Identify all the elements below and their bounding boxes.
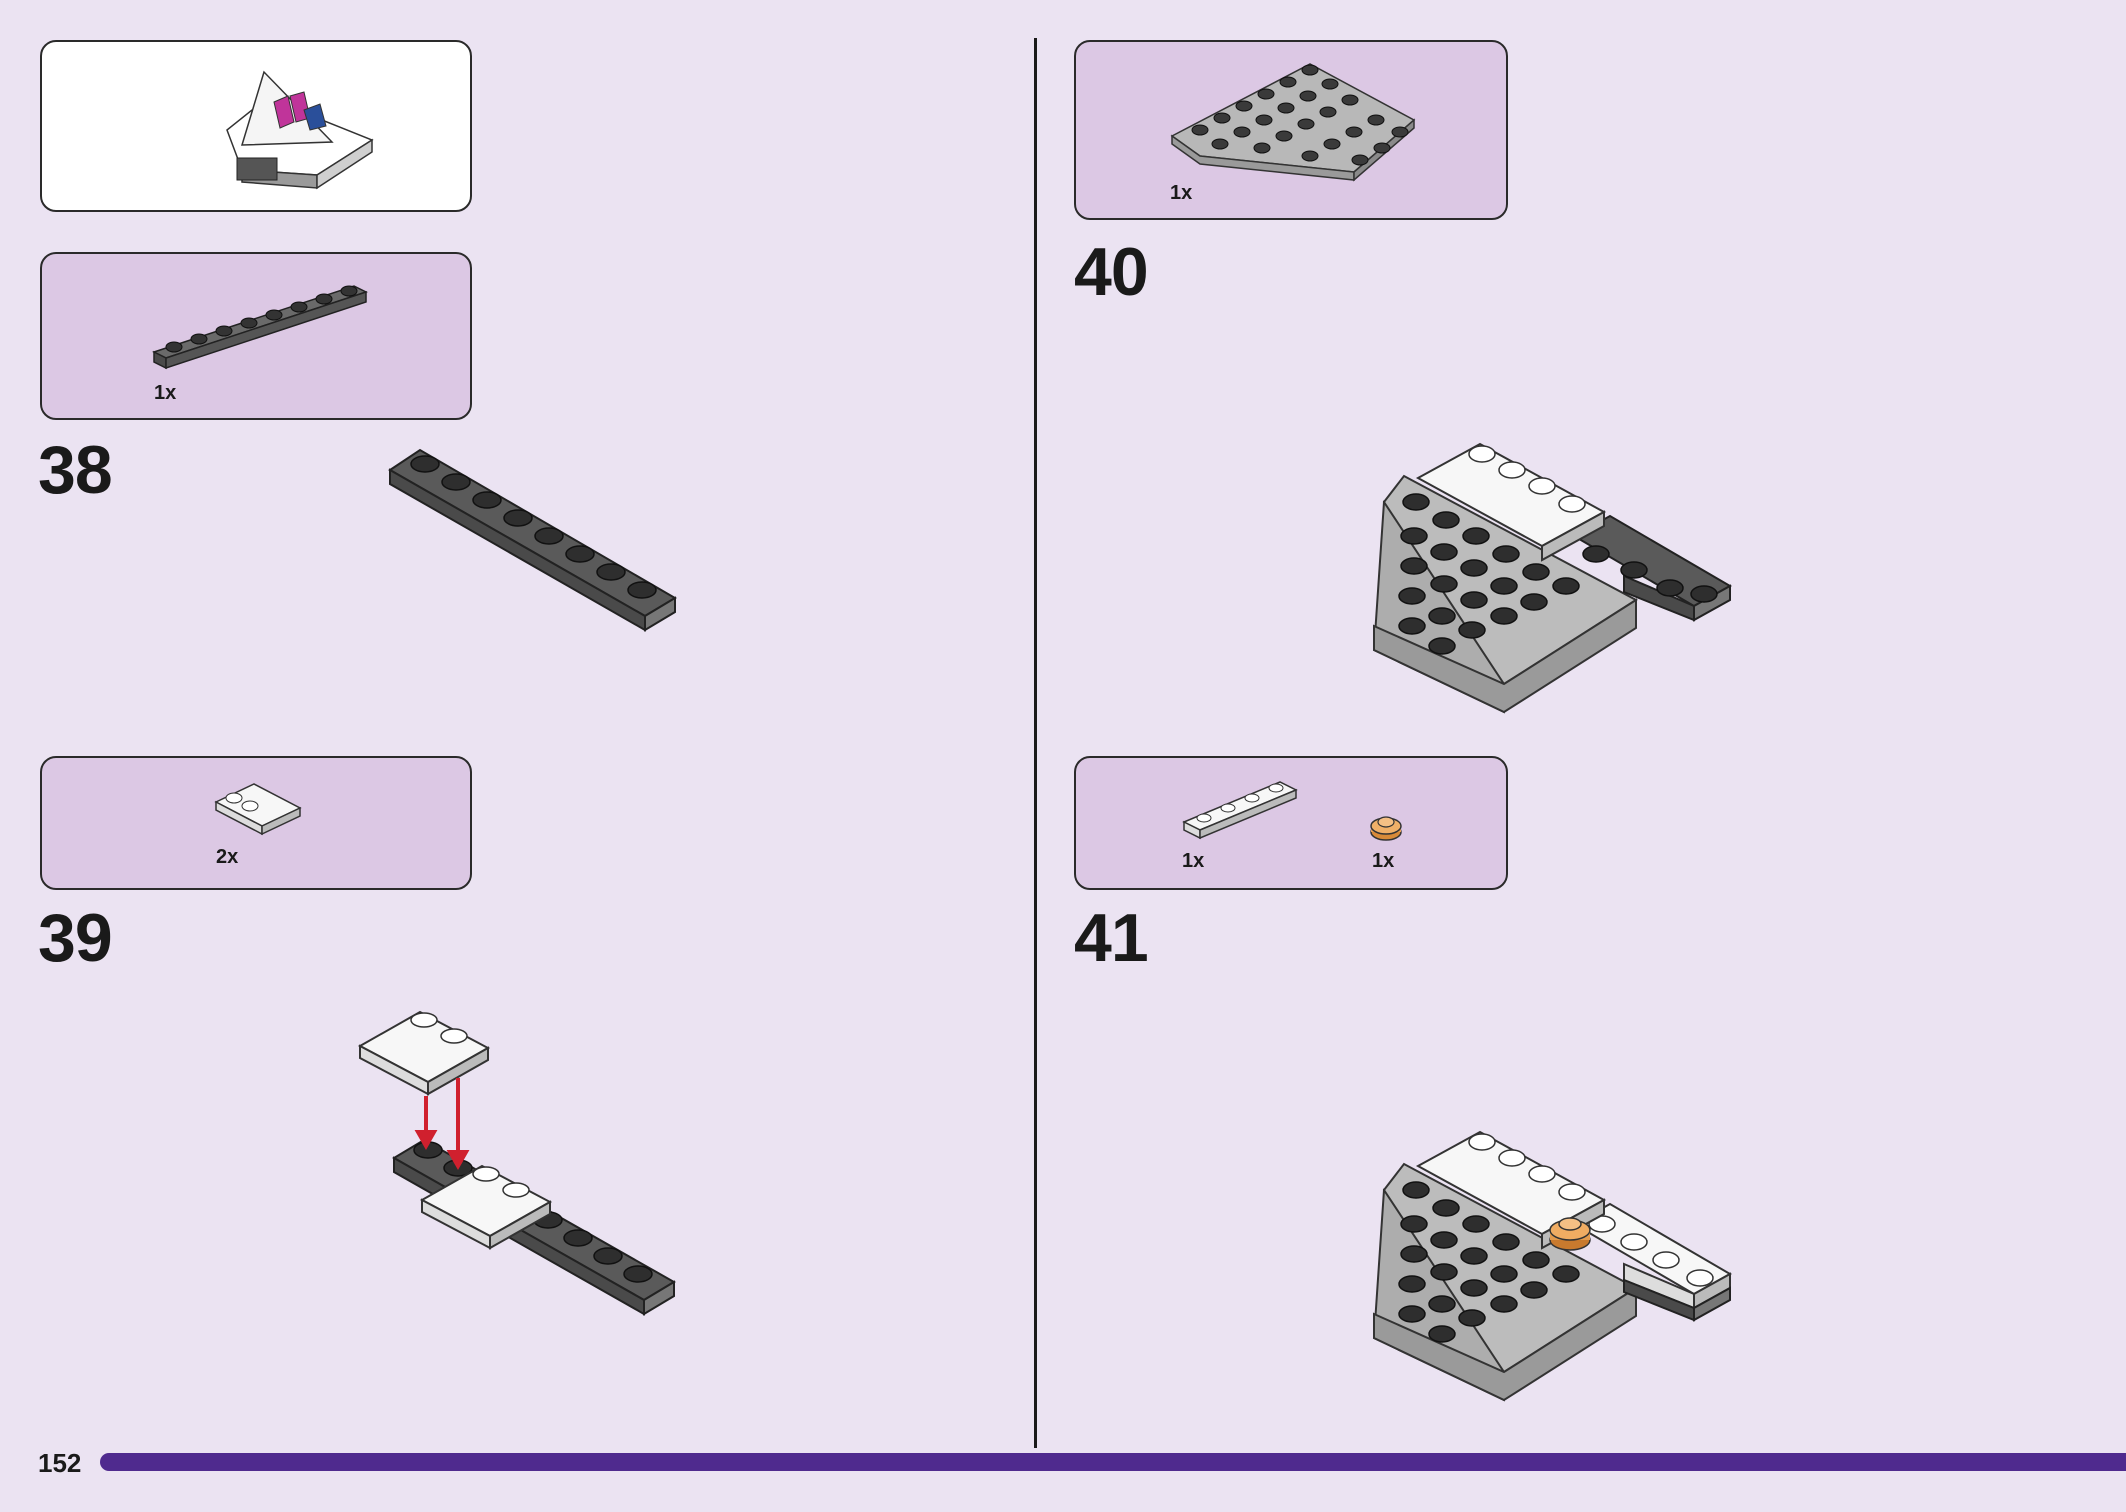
step-38-assembly-illustration — [388, 448, 677, 632]
part-qty: 1x — [1170, 182, 1193, 204]
placement-arrows — [414, 1078, 470, 1171]
triangle-sub-assembly-icon — [226, 70, 374, 190]
light-gray-wedge-plate-icon — [1170, 63, 1416, 182]
step-40-assembly-illustration — [1372, 442, 1733, 714]
orange-round-plate-icon — [1370, 816, 1402, 841]
part-qty: 1x — [1182, 850, 1205, 872]
step-number-41: 41 — [1074, 900, 1149, 976]
step-41-assembly-illustration — [1372, 1130, 1733, 1402]
part-qty: 1x — [1372, 850, 1395, 872]
step-39-assembly-illustration — [357, 1010, 676, 1316]
parts-box-step-41: 1x 1x — [1074, 756, 1508, 890]
sub-assembly-callout — [40, 40, 472, 212]
step-number-40: 40 — [1074, 234, 1149, 310]
footer-bar — [100, 1453, 2126, 1471]
step-number-38: 38 — [38, 432, 113, 508]
dark-gray-plate-1x8-icon — [152, 285, 368, 370]
parts-box-step-40: 1x — [1074, 40, 1508, 220]
part-qty: 1x — [154, 382, 177, 404]
placed-orange-round-plate — [1549, 1217, 1591, 1251]
page-number: 152 — [38, 1448, 82, 1478]
white-plate-1x4-icon — [1182, 781, 1298, 840]
parts-box-step-39: 2x — [40, 756, 472, 890]
white-plate-2x2-corner-icon — [214, 783, 302, 836]
page-divider — [1034, 38, 1037, 1448]
part-qty: 2x — [216, 846, 239, 868]
step-number-39: 39 — [38, 900, 113, 976]
parts-box-step-38: 1x — [40, 252, 472, 420]
